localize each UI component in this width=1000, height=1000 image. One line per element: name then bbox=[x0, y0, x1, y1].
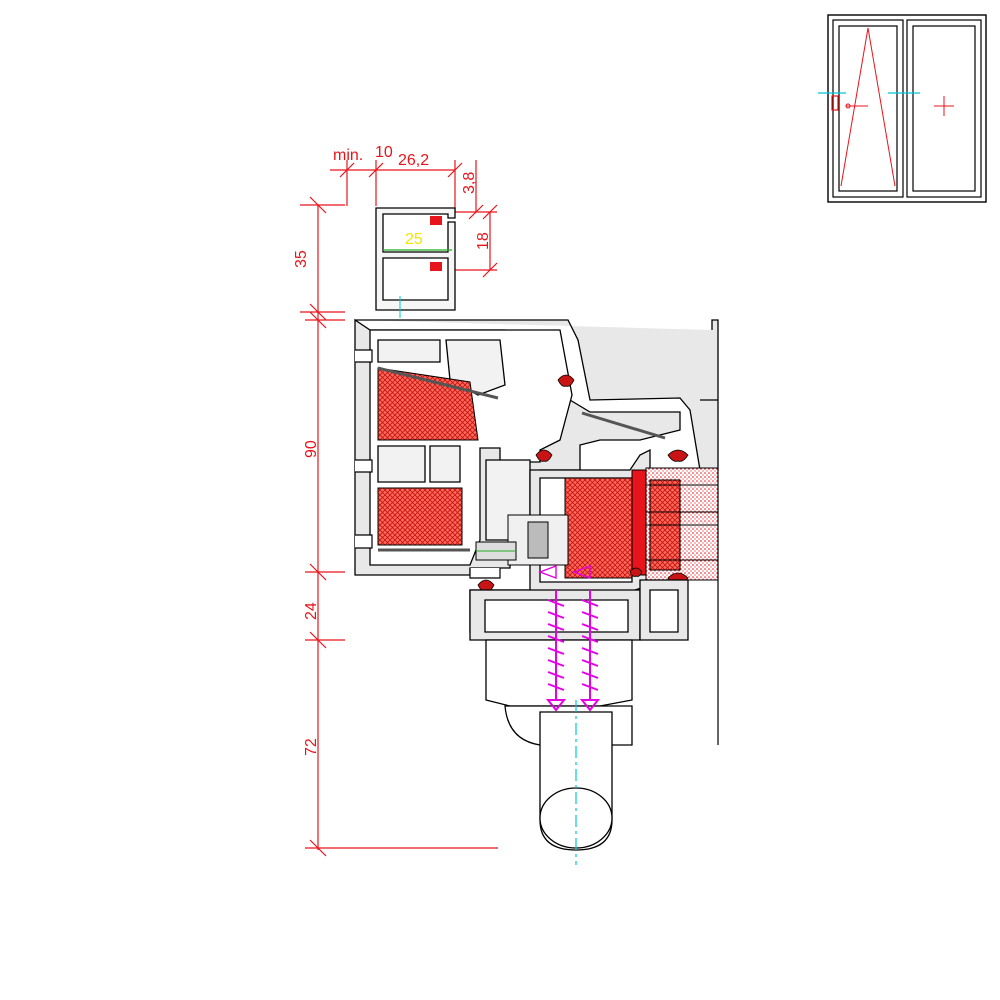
rail-seal-bottom bbox=[430, 262, 442, 271]
vertical-dimension-chain bbox=[300, 196, 498, 857]
rail-width-label: 25 bbox=[405, 231, 423, 248]
glass-pane-lines bbox=[700, 399, 719, 745]
dimension-24-label: 24 bbox=[303, 602, 320, 620]
dimension-min-label: min. bbox=[333, 147, 363, 164]
dimension-min-value: 10 bbox=[375, 144, 393, 161]
screw-icon bbox=[545, 590, 601, 712]
glazing-unit bbox=[631, 467, 719, 581]
frame-edge-details bbox=[355, 349, 501, 579]
top-rail-profile bbox=[375, 207, 456, 318]
horizontal-dimension-chain bbox=[330, 160, 498, 278]
dimension-35-label: 35 bbox=[293, 250, 310, 268]
dimension-90-label: 90 bbox=[303, 440, 320, 458]
dimension-72-label: 72 bbox=[303, 738, 320, 756]
dimension-width-label: 26,2 bbox=[398, 152, 429, 169]
frame-insulation-lower bbox=[377, 487, 463, 546]
tilt-turn-window-icon bbox=[818, 14, 987, 203]
screw-icon bbox=[538, 564, 591, 580]
hardware-lock bbox=[475, 514, 569, 566]
dimension-rail-depth-label: 18 bbox=[475, 232, 492, 250]
dimension-offset-label: 3,8 bbox=[461, 172, 478, 194]
gaskets bbox=[477, 374, 689, 592]
rail-seal-top bbox=[430, 216, 442, 225]
